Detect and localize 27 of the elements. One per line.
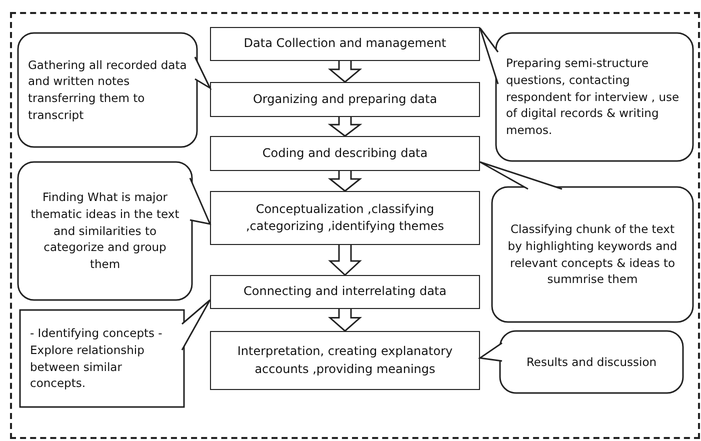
- callout-text: - Identifying concepts - Explore relationship between similar concepts.: [29, 325, 164, 392]
- callout-text: Gathering all recorded data and written notes transferring them to transcript: [27, 56, 188, 124]
- block-arrow: [328, 60, 362, 83]
- box-text: Coding and describing data: [261, 144, 429, 162]
- box-text: Interpretation, creating explanatory accounts ,providing meanings: [236, 343, 454, 378]
- block-arrow: [328, 308, 362, 332]
- box-text: Data Collection and management: [242, 35, 448, 52]
- process-box: [210, 136, 480, 171]
- callout-text: Preparing semi-structure questions, contacting respondent for interview , use of digital records & writing memos.: [505, 55, 680, 139]
- callout-text: Results and discussion: [525, 354, 658, 371]
- box-text: Connecting and interrelating data: [242, 283, 448, 300]
- process-box: [210, 331, 480, 390]
- process-box: [210, 82, 480, 117]
- callout-bubble: [480, 162, 693, 322]
- box-text: Conceptualization ,classifying ,categorizing ,identifying themes: [244, 200, 446, 235]
- callout-bubble: [18, 162, 210, 300]
- callout-bubble: [480, 331, 683, 393]
- box-text: Organizing and preparing data: [252, 90, 438, 108]
- block-arrow: [328, 244, 362, 276]
- process-box: [210, 275, 480, 309]
- block-arrow: [328, 116, 362, 137]
- callout-note: [20, 300, 210, 407]
- callout-bubble: [480, 28, 693, 161]
- callout-text: Classifying chunk of the text by highlighting keywords and relevant concepts & ideas to summrise them: [506, 221, 678, 288]
- callout-bubble: [18, 33, 210, 147]
- block-arrow: [328, 170, 362, 192]
- callout-text: Finding What is major thematic ideas in the text and similarities to categorize and group them: [30, 189, 180, 273]
